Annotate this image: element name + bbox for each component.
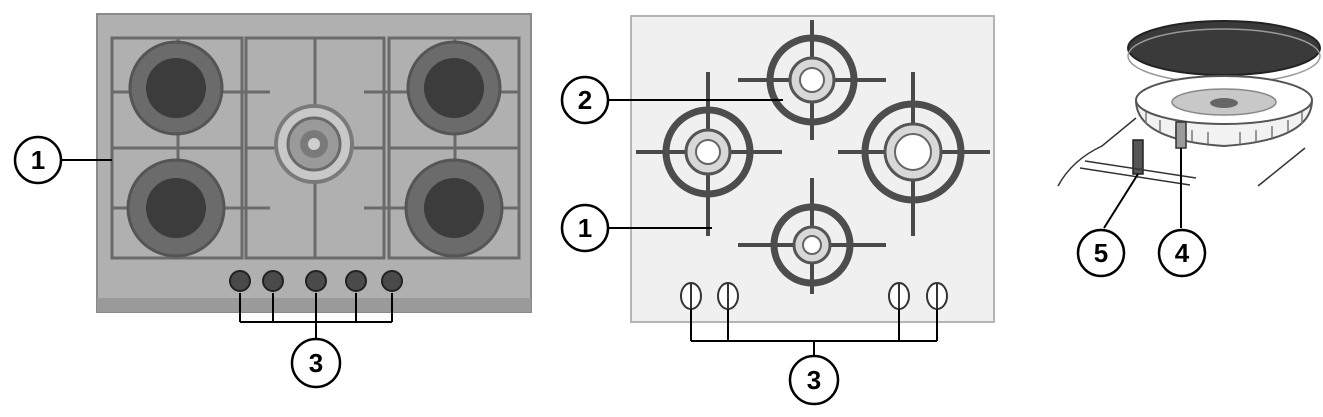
callout-5: 5 xyxy=(1076,228,1126,278)
thermocouple xyxy=(1175,121,1187,149)
middle-knob-4 xyxy=(926,282,948,310)
left-knob-2 xyxy=(262,270,284,292)
callout-2: 2 xyxy=(560,75,610,125)
callout-1-left: 1 xyxy=(13,135,63,185)
callout-5-label: 5 xyxy=(1094,238,1108,268)
callout-1-middle-label: 1 xyxy=(578,213,592,243)
middle-burner-right xyxy=(838,72,990,236)
middle-hob: 2 1 3 xyxy=(560,15,995,406)
callout-2-label: 2 xyxy=(578,85,592,115)
callout-3-left-label: 3 xyxy=(309,348,323,378)
middle-knob-bracket xyxy=(690,309,938,355)
callout-4: 4 xyxy=(1157,228,1207,278)
callout-3-middle: 3 xyxy=(788,354,840,406)
callout-3-left: 3 xyxy=(290,337,342,389)
middle-knob-1 xyxy=(680,282,702,310)
callout-5-leader xyxy=(1103,173,1139,229)
left-hob-knobs xyxy=(229,270,403,292)
burner-crown xyxy=(1135,75,1313,148)
left-hob: 1 3 xyxy=(13,13,532,389)
middle-knob-3 xyxy=(888,282,910,310)
callout-4-label: 4 xyxy=(1175,238,1190,268)
left-hob-burner-top-right xyxy=(406,40,502,136)
left-hob-burner-center-wok xyxy=(274,104,354,184)
burner-detail-surface xyxy=(1057,117,1306,187)
left-hob-burner-top-left xyxy=(128,40,224,136)
left-knob-1 xyxy=(229,270,251,292)
middle-burner-left xyxy=(636,72,782,236)
left-knob-4 xyxy=(345,270,367,292)
burner-detail: 5 4 xyxy=(1057,20,1321,278)
middle-burner-bottom xyxy=(738,178,886,294)
callout-3-middle-label: 3 xyxy=(807,365,821,395)
callout-1-left-label: 1 xyxy=(31,145,45,175)
middle-knob-2 xyxy=(717,282,739,310)
left-hob-burner-bottom-left xyxy=(126,158,226,258)
middle-burner-top xyxy=(738,20,886,140)
left-hob-burner-bottom-right xyxy=(404,158,504,258)
left-hob-front-edge xyxy=(97,298,531,312)
middle-hob-knobs xyxy=(680,282,948,310)
left-knob-3 xyxy=(305,270,327,292)
callout-1-middle: 1 xyxy=(560,203,610,253)
left-knob-bracket xyxy=(239,293,393,338)
left-knob-5 xyxy=(381,270,403,292)
